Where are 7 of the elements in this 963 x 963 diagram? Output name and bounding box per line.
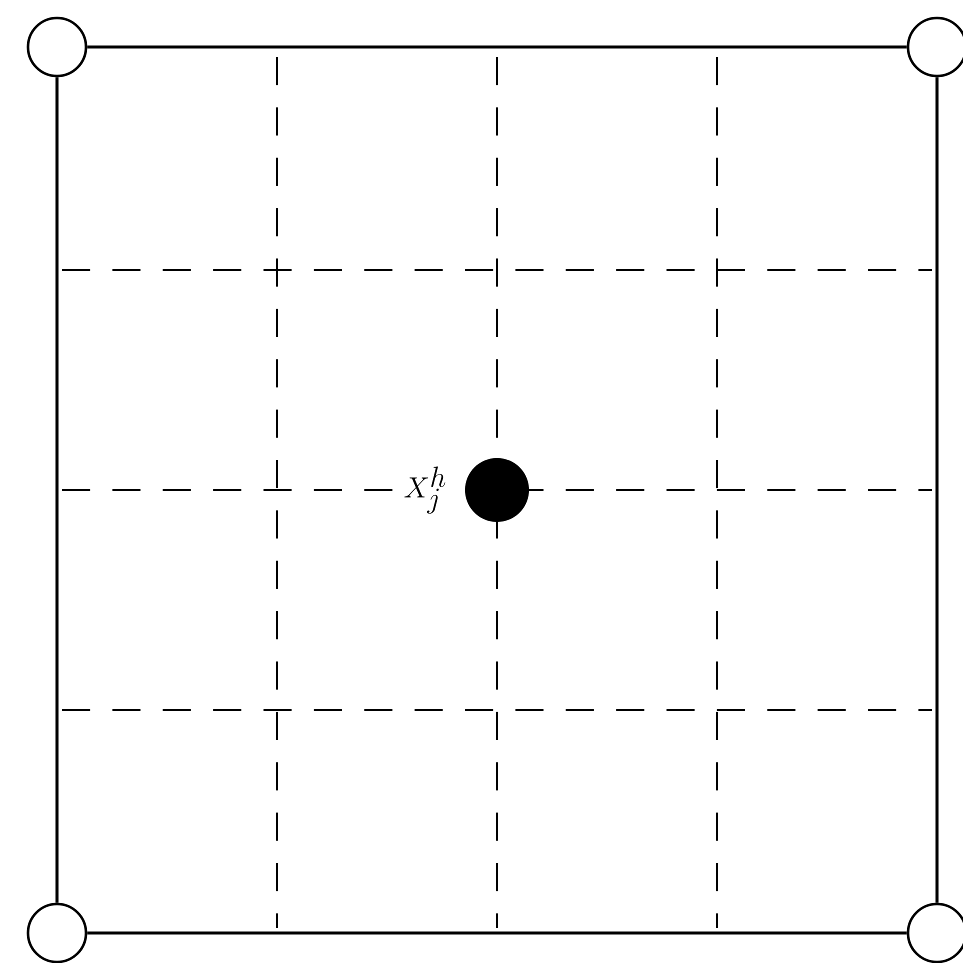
open-circle: [26, 16, 88, 78]
square-side: [935, 77, 939, 903]
filled-dot: [465, 458, 529, 522]
square-side: [55, 77, 59, 903]
square-side: [87, 931, 907, 935]
square-side: [87, 45, 907, 49]
math-label: $X_j^h$: [402, 465, 448, 515]
